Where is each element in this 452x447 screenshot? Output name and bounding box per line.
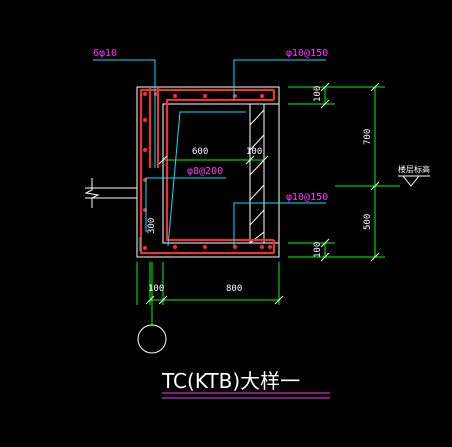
dim-upper-height: 700 [363, 129, 373, 145]
leader-top-bars [93, 59, 156, 168]
dim-bottom-slab: 100 [313, 242, 323, 258]
axis-bubble [137, 324, 167, 354]
wall-hatch [249, 109, 265, 244]
inner-rebar [166, 99, 274, 241]
inner-outline [162, 103, 279, 244]
dim-lower-height: 500 [363, 214, 373, 230]
rebar [140, 88, 275, 254]
dimension-lines [136, 86, 400, 325]
leader-lines [93, 59, 326, 251]
leader-top-stirrup [233, 59, 326, 100]
label-lower-stirrup: φ10@150 [286, 192, 328, 203]
outer-outline [136, 86, 280, 258]
label-top-bars: 6φ10 [93, 48, 117, 59]
dim-left-offset: 100 [148, 284, 164, 294]
dim-wall-thickness: 100 [246, 147, 262, 157]
concrete-outline [136, 86, 280, 258]
leader-middle-stirrup [145, 177, 226, 232]
leader-diagonal [167, 111, 246, 247]
leader-lower-stirrup [233, 202, 326, 246]
dim-top-slab: 100 [313, 86, 323, 102]
dimension-ticks [145, 82, 380, 305]
level-mark-label: 楼层标高 [398, 164, 430, 174]
dimension-labels: 600 100 100 800 100 700 500 100 300 楼层标高 [147, 86, 430, 294]
dim-inner-width: 600 [192, 147, 208, 157]
drawing-title: TC(KTB)大样一 [161, 369, 300, 393]
level-mark [398, 175, 430, 187]
outer-rebar [140, 89, 274, 254]
title-underlines [162, 392, 330, 399]
dim-slab-edge: 300 [147, 218, 157, 234]
label-top-stirrup: φ10@150 [286, 48, 328, 59]
break-line [84, 178, 137, 208]
label-middle-stirrup: φ8@200 [187, 166, 223, 177]
rebar-labels: 6φ10 φ10@150 φ8@200 φ10@150 [93, 48, 328, 203]
dim-total-width: 800 [226, 284, 242, 294]
